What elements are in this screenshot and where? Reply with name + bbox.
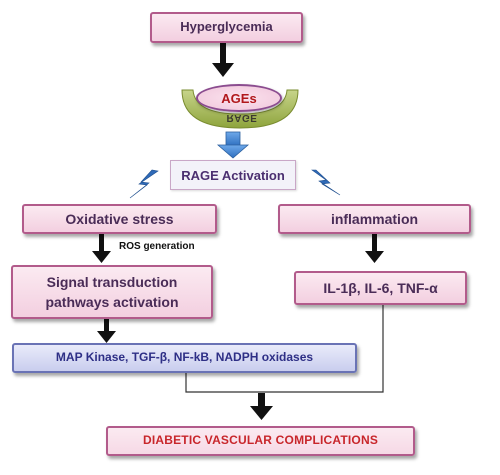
mediators-label: MAP Kinase, TGF-β, NF-kB, NADPH oxidases xyxy=(55,350,314,365)
oxidative-stress-box: Oxidative stress xyxy=(22,204,217,234)
signal-transduction-line-2: pathways activation xyxy=(45,294,179,310)
inflammation-label: inflammation xyxy=(330,210,419,227)
cytokines-label: IL-1β, IL-6, TNF-α xyxy=(323,279,438,296)
connector-left xyxy=(185,372,262,393)
ages-node: AGEs xyxy=(196,84,282,112)
receptor-cup-icon xyxy=(181,89,299,129)
hyperglycemia-box: Hyperglycemia xyxy=(150,12,303,43)
connector-right xyxy=(262,304,384,393)
complications-label: DIABETIC VASCULAR COMPLICATIONS xyxy=(142,433,379,448)
complications-box: DIABETIC VASCULAR COMPLICATIONS xyxy=(106,426,415,456)
down-arrow-icon xyxy=(212,42,234,77)
hyperglycemia-label: Hyperglycemia xyxy=(180,19,273,35)
ros-generation-label: ROS generation xyxy=(119,241,195,252)
mediators-box: MAP Kinase, TGF-β, NF-kB, NADPH oxidases xyxy=(12,343,357,373)
signal-transduction-box: Signal transduction pathways activation xyxy=(11,265,213,319)
rage-receptor-label: RAGE xyxy=(226,112,258,123)
down-arrow-icon xyxy=(250,393,273,420)
oxidative-stress-label: Oxidative stress xyxy=(65,210,174,227)
rage-activation-label: RAGE Activation xyxy=(181,167,285,183)
rage-activation-box: RAGE Activation xyxy=(170,160,296,190)
ages-label: AGEs xyxy=(221,90,257,106)
down-arrow-icon xyxy=(92,232,111,263)
inflammation-box: inflammation xyxy=(278,204,471,234)
cytokines-box: IL-1β, IL-6, TNF-α xyxy=(294,271,467,305)
signal-transduction-line-1: Signal transduction xyxy=(46,273,178,290)
lightning-bolt-icon xyxy=(129,169,159,199)
blue-down-arrow-icon xyxy=(216,131,250,159)
down-arrow-icon xyxy=(97,318,116,343)
lightning-bolt-icon xyxy=(311,169,341,196)
down-arrow-icon xyxy=(365,232,384,263)
